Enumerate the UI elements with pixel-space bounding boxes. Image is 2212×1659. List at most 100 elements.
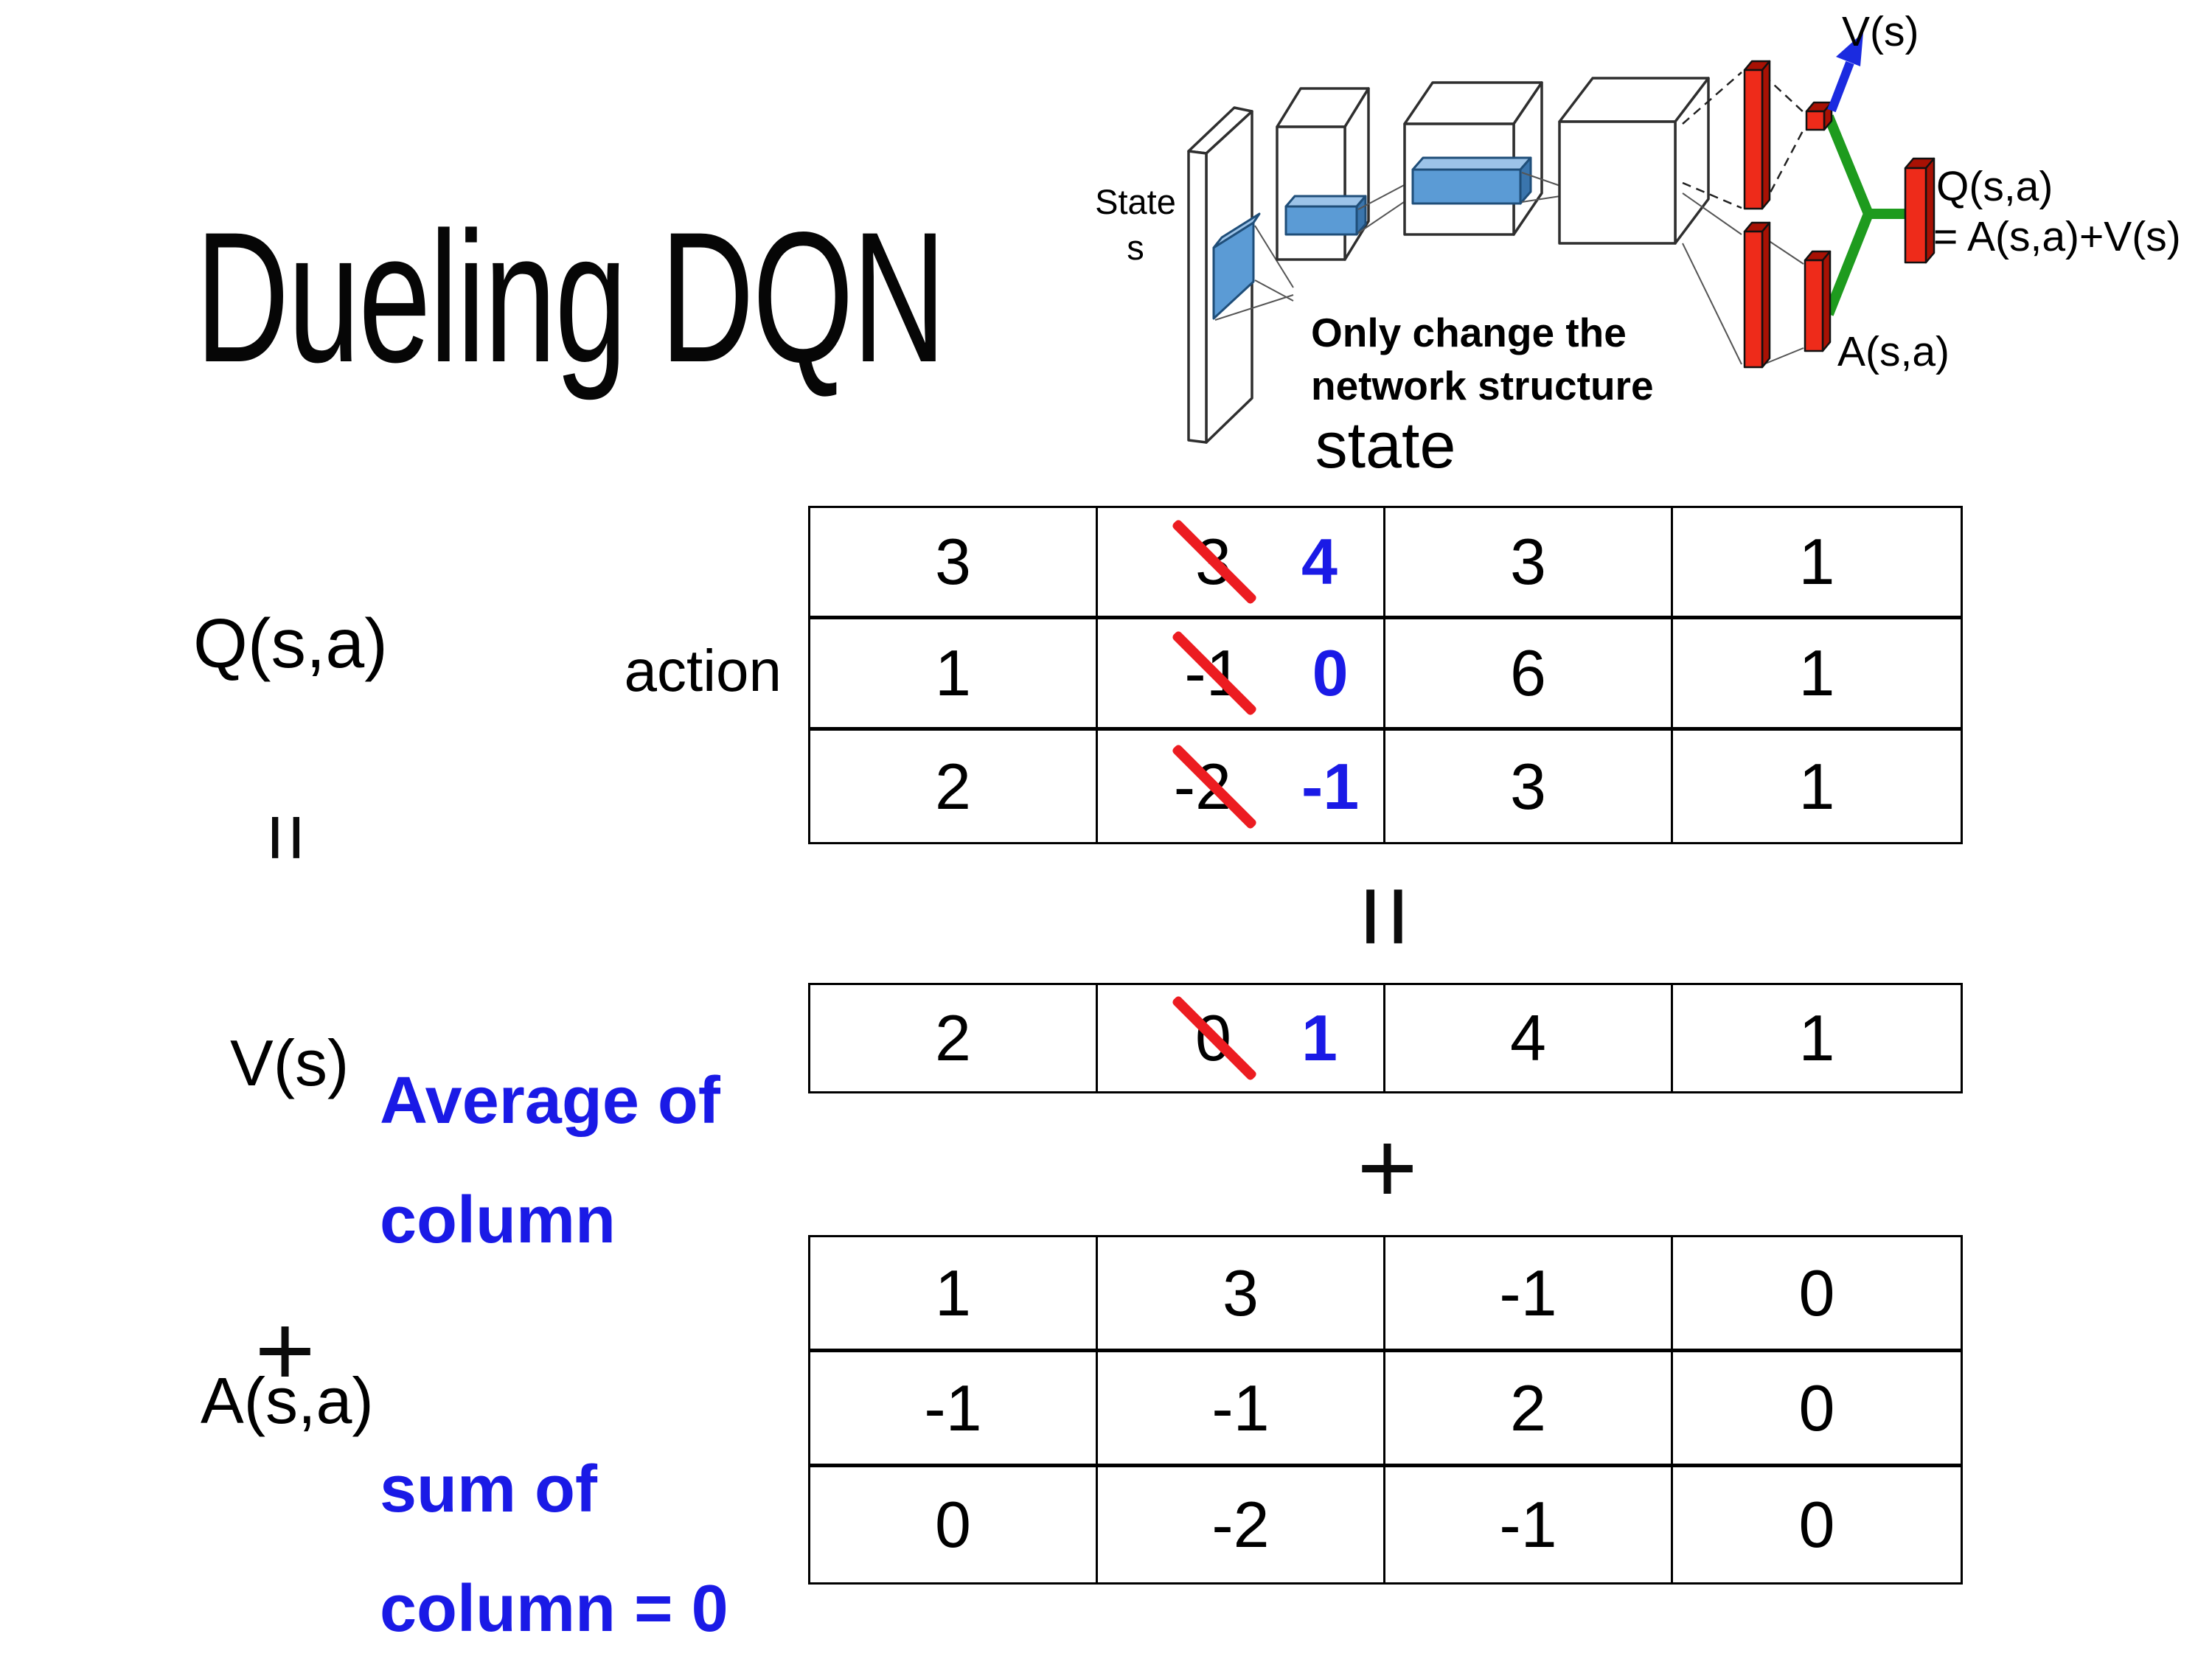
cell-value: 3 [935, 525, 971, 598]
new-value: 4 [1301, 525, 1338, 598]
q-cell-r0c0: 3 [810, 508, 1098, 619]
cell-value: 3 [1510, 749, 1546, 823]
diagram-a-label: A(s,a) [1837, 328, 1950, 375]
cell-value: 1 [1798, 525, 1835, 598]
q-cell-r2c2: 3 [1385, 731, 1673, 842]
equals-sign-center: = [1324, 884, 1448, 949]
cell-value: 4 [1510, 1001, 1546, 1074]
cell-value: 0 [1798, 1488, 1835, 1561]
q-cell-r2c0: 2 [810, 731, 1098, 842]
average-note-line1: Average of [380, 1064, 720, 1138]
q-cell-r0c2: 3 [1385, 508, 1673, 619]
q-output-bar [1904, 167, 1927, 264]
cell-value: 0 [935, 1488, 971, 1561]
cell-value: 2 [1510, 1371, 1546, 1444]
q-table: 3 3 4 3 1 1 -1 0 6 1 2 -2 -1 3 1 [808, 506, 1963, 844]
slide-title: Dueling DQN [195, 194, 946, 401]
conv-line [1521, 172, 1561, 187]
action-row-label: action [624, 638, 782, 703]
a-hidden-bar [1743, 230, 1764, 369]
cell-value: 0 [1798, 1256, 1835, 1329]
conv-line [1357, 182, 1409, 210]
v-stream-dashed-line [1682, 181, 1742, 209]
conv-line [1254, 225, 1294, 288]
old-value: -2 [1173, 749, 1231, 823]
cell-value: 1 [935, 636, 971, 709]
plus-sign-center: + [1331, 1138, 1447, 1199]
input-panel-edge [1187, 150, 1208, 444]
a-cell-r2c2: -1 [1385, 1467, 1673, 1582]
diagram-state-label: State [1095, 182, 1176, 221]
a-table: 1 3 -1 0 -1 -1 2 0 0 -2 -1 0 [808, 1235, 1963, 1585]
diagram-note-line1: Only change the [1311, 310, 1627, 355]
a-cell-r1c0: -1 [810, 1352, 1098, 1467]
q-cell-r2c1: -2 -1 [1098, 731, 1385, 842]
cell-value: 3 [1222, 1256, 1259, 1329]
q-cell-r0c1: 3 4 [1098, 508, 1385, 619]
cell-value: -1 [1499, 1488, 1557, 1561]
q-cell-r1c0: 1 [810, 619, 1098, 731]
a-stream-line [1682, 192, 1742, 235]
a-cell-r2c3: 0 [1673, 1467, 1961, 1582]
v-cell-c3: 1 [1673, 985, 1961, 1091]
feature-bar-1-top [1284, 195, 1367, 208]
equals-sign-left: = [239, 813, 334, 863]
conv-line [1214, 294, 1294, 321]
a-output-bar-side [1821, 250, 1832, 352]
feature-bar-2 [1411, 168, 1522, 205]
v-arrow [1827, 60, 1854, 113]
conv-line [1521, 195, 1561, 203]
a-cell-r0c0: 1 [810, 1237, 1098, 1352]
new-value: 1 [1301, 1001, 1338, 1074]
cell-value: 6 [1510, 636, 1546, 709]
a-cell-r2c0: 0 [810, 1467, 1098, 1582]
a-cell-r1c1: -1 [1098, 1352, 1385, 1467]
conv-box-3 [1558, 120, 1677, 245]
q-cell-r1c3: 1 [1673, 619, 1961, 731]
q-cell-r1c2: 6 [1385, 619, 1673, 731]
v-table: 2 0 1 4 1 [808, 983, 1963, 1093]
a-matrix-label: A(s,a) [201, 1364, 374, 1437]
q-cell-r2c3: 1 [1673, 731, 1961, 842]
diagram-state-s-label: s [1127, 228, 1144, 267]
conv-filter-icon [1212, 221, 1255, 320]
conv-line [1254, 279, 1294, 302]
cell-value: 1 [1798, 1001, 1835, 1074]
state-column-header: state [1315, 408, 1456, 481]
cell-value: -2 [1211, 1488, 1270, 1561]
cell-value: -1 [1499, 1256, 1557, 1329]
a-output-bar [1804, 259, 1824, 352]
diagram-v-label: V(s) [1842, 8, 1919, 55]
feature-bar-2-top [1411, 156, 1532, 171]
cell-value: 2 [935, 749, 971, 823]
sum-note-line2: column = 0 [380, 1572, 728, 1646]
a-stream-line [1763, 347, 1804, 365]
cell-value: 3 [1510, 525, 1546, 598]
cell-value: 1 [1798, 749, 1835, 823]
sum-note-line1: sum of [380, 1453, 598, 1526]
v-scalar-node [1805, 110, 1826, 131]
a-stream-line [1682, 243, 1742, 365]
v-hidden-bar [1743, 69, 1764, 210]
dueling-network-diagram: State s V(s) Q(s,a) = A(s,a)+V(s) A(s,a)… [1095, 8, 2181, 444]
v-cell-c0: 2 [810, 985, 1098, 1091]
v-hidden-bar-side [1761, 60, 1771, 210]
a-cell-r2c1: -2 [1098, 1467, 1385, 1582]
diagram-q-label-line1: Q(s,a) [1936, 163, 2053, 210]
cell-value: 0 [1798, 1371, 1835, 1444]
conv-line [1357, 198, 1409, 234]
a-cell-r1c3: 0 [1673, 1352, 1961, 1467]
diagram-note-line2: network structure [1311, 363, 1654, 408]
new-value: 0 [1312, 636, 1349, 709]
new-value: -1 [1301, 749, 1360, 823]
a-cell-r0c3: 0 [1673, 1237, 1961, 1352]
a-cell-r1c2: 2 [1385, 1352, 1673, 1467]
cell-value: -1 [924, 1371, 982, 1444]
feature-bar-1 [1284, 205, 1358, 236]
a-hidden-bar-side [1761, 221, 1771, 369]
q-matrix-label: Q(s,a) [193, 605, 388, 683]
cell-value: 1 [1798, 636, 1835, 709]
v-arrow-head-icon [1836, 32, 1863, 66]
q-cell-r0c3: 1 [1673, 508, 1961, 619]
